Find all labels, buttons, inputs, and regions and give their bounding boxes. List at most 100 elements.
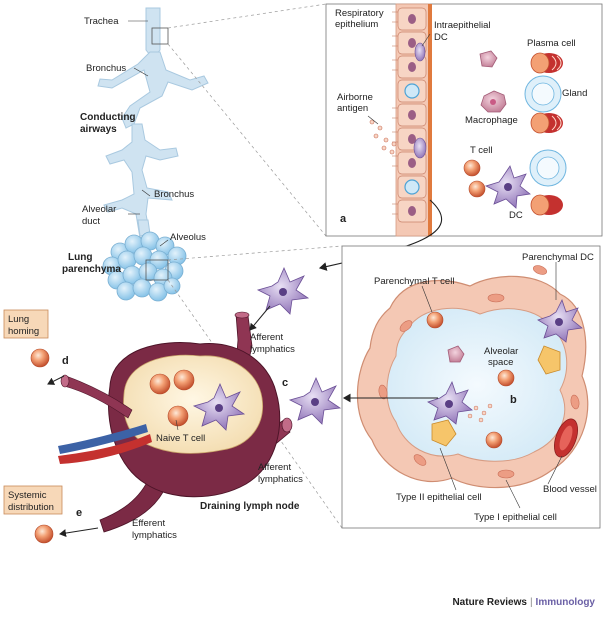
lung-homing-label-2: homing <box>8 326 39 337</box>
alveolar-space-label-2: space <box>488 357 513 368</box>
systemic-t-cell <box>34 524 54 544</box>
trachea-shape <box>145 7 161 56</box>
t-cells-a <box>463 159 486 198</box>
panel-b-letter: b <box>510 394 517 406</box>
afferent-vessel-top-opening <box>234 311 250 319</box>
efferent-lymphatic-vessel <box>99 475 167 533</box>
naive-t-cell-label: Naive T cell <box>156 433 205 444</box>
hilum-lymphatic-opening <box>60 374 70 388</box>
conducting-airways-label-2: airways <box>80 124 117 135</box>
alveolar-duct-label-1: Alveolar <box>82 204 116 215</box>
dc-label: DC <box>509 210 523 221</box>
homing-arrow <box>47 375 65 385</box>
hilum-vessel-red <box>58 434 152 464</box>
goblet-cells <box>404 83 420 195</box>
alveolar-cluster <box>102 231 187 302</box>
blood-vessel <box>553 418 579 458</box>
lung-homing-box: Lung homing <box>3 309 49 339</box>
hilum-lymphatic <box>63 375 133 419</box>
plasma-cells <box>530 52 563 134</box>
hilum-vessel-blue <box>58 424 148 454</box>
panel-e-letter: e <box>76 507 82 519</box>
intraepithelial-dc <box>413 42 427 159</box>
alveolus-zoom-box <box>145 259 169 281</box>
publisher-credit: Nature Reviews|Immunology <box>452 597 595 608</box>
draining-lymph-node-label: Draining lymph node <box>200 501 300 512</box>
alveolar-space <box>386 307 568 462</box>
systemic-arrow <box>59 527 99 538</box>
alveolar-space-label-1: Alveolar <box>484 346 518 357</box>
afferent-lymphatics-bottom-label-2: lymphatics <box>258 474 303 485</box>
panel-b-leaders <box>421 262 563 509</box>
panel-a: Respiratory epithelium Intraepithelial D… <box>325 3 603 237</box>
t-cell-label: T cell <box>470 145 493 156</box>
lymph-node-leaders <box>175 419 179 431</box>
systemic-distribution-box: Systemic distribution <box>3 485 63 515</box>
macrophage-a <box>480 90 507 113</box>
plasma-cell-label: Plasma cell <box>527 38 576 49</box>
afferent-vessel-right-opening <box>281 417 293 433</box>
airborne-antigen-particles <box>369 119 397 155</box>
bronchus-top-label: Bronchus <box>86 63 126 74</box>
efferent-lymphatics-label-1: Efferent <box>132 518 165 529</box>
dc-a <box>484 165 531 209</box>
intraepithelial-dc-label-1: Intraepithelial <box>434 20 491 31</box>
type-ii-epithelial-label: Type II epithelial cell <box>396 492 482 503</box>
alveolus-label: Alveolus <box>170 232 206 243</box>
alveolar-duct-label-2: duct <box>82 216 100 227</box>
respiratory-epithelium-label-2: epithelium <box>335 19 378 30</box>
macrophage-label: Macrophage <box>465 115 518 126</box>
lung-homing-label-1: Lung <box>8 314 29 325</box>
bronchus-mid-label: Bronchus <box>154 189 194 200</box>
lung-parenchyma-label-2: parenchyma <box>62 264 121 275</box>
migrating-dc-right <box>288 376 342 425</box>
gland <box>524 75 567 216</box>
efferent-lymphatics-label-2: lymphatics <box>132 530 177 541</box>
panel-d-letter: d <box>62 355 69 367</box>
parenchymal-dc <box>537 298 583 343</box>
panel-c-letter: c <box>282 377 288 389</box>
afferent-lymphatics-top-label-2: lymphatics <box>250 344 295 355</box>
trachea-zoom-box <box>151 27 169 45</box>
epithelial-nuclei <box>408 14 416 216</box>
capillary-cells <box>378 265 580 479</box>
basement-membrane <box>428 4 432 236</box>
systemic-distribution-label-1: Systemic <box>8 490 47 501</box>
panel-b-antigen <box>467 403 493 423</box>
dc-to-node-arrow <box>249 305 271 331</box>
intraepithelial-dc-label-2: DC <box>434 32 448 43</box>
journal-name: Immunology <box>535 597 595 608</box>
afferent-lymphatics-bottom-label-1: Afferent <box>258 462 291 473</box>
airborne-antigen-label-2: antigen <box>337 103 368 114</box>
panel-b: Parenchymal DC Parenchymal T cell Alveol… <box>341 245 601 529</box>
migrating-dc-top <box>256 266 310 315</box>
publisher-name: Nature Reviews <box>452 597 527 608</box>
macrophage-b <box>479 50 498 68</box>
parenchymal-t-cell-label: Parenchymal T cell <box>374 276 454 287</box>
homing-t-cell <box>30 348 50 368</box>
type-ii-epithelial-cells <box>431 345 561 447</box>
credit-separator: | <box>529 597 533 608</box>
parenchymal-t-cell <box>426 311 515 449</box>
bronchus-branches <box>97 51 209 129</box>
lung-parenchyma-label-1: Lung <box>68 252 92 263</box>
trachea-label: Trachea <box>84 16 119 27</box>
airway-leaders <box>128 20 169 247</box>
systemic-distribution-label-2: distribution <box>8 502 54 513</box>
alveolar-dc <box>427 380 473 425</box>
afferent-lymphatics-top-label-1: Afferent <box>250 332 283 343</box>
blood-vessel-label: Blood vessel <box>543 484 597 495</box>
airborne-antigen-label-1: Airborne <box>337 92 373 103</box>
respiratory-epithelium-label-1: Respiratory <box>335 8 384 19</box>
panel-a-letter: a <box>340 213 347 225</box>
panel-a-leaders <box>367 33 431 125</box>
lymph-node: Naive T cell Draining lymph node <box>58 311 300 533</box>
node-dc <box>192 382 246 431</box>
naive-t-cells <box>149 369 195 427</box>
conducting-airways-label-1: Conducting <box>80 112 136 123</box>
parenchymal-dc-label: Parenchymal DC <box>522 252 594 263</box>
type-i-epithelial-label: Type I epithelial cell <box>474 512 557 523</box>
alveolar-macrophage <box>447 345 465 363</box>
